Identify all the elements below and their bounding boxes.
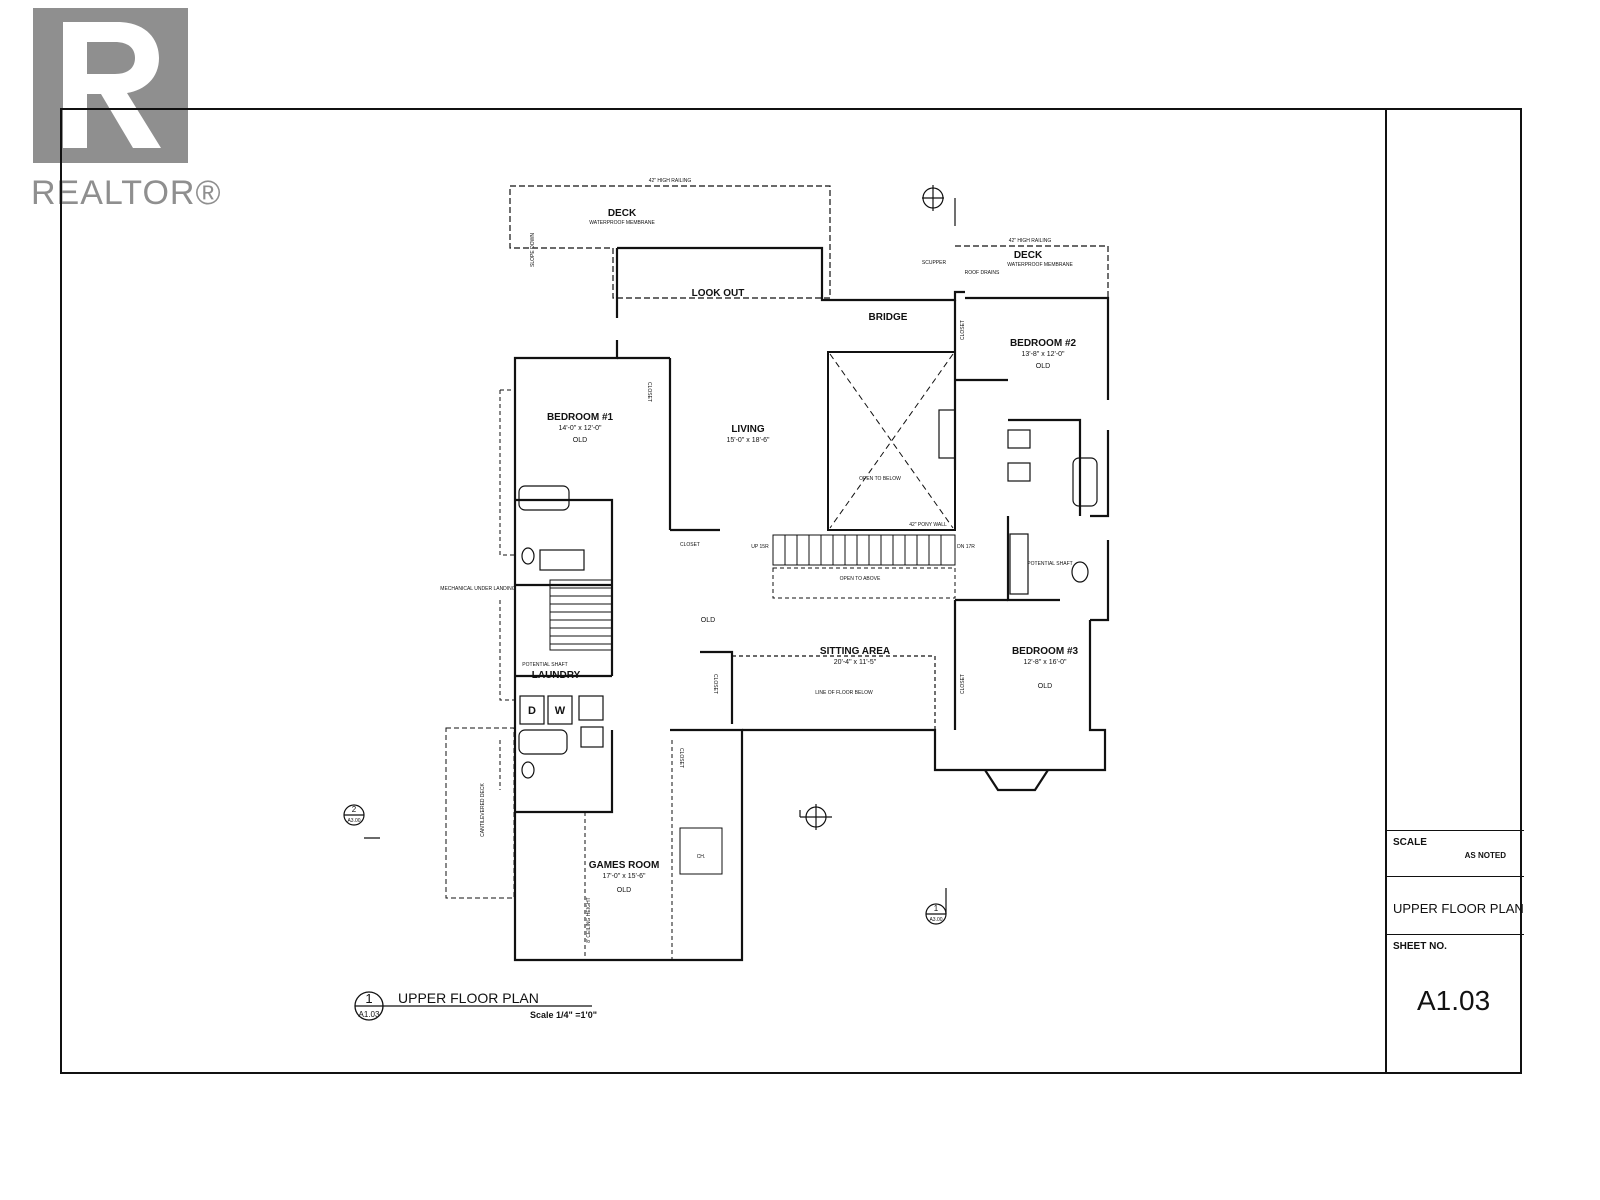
realtor-r-logo-icon bbox=[33, 8, 188, 163]
mechanical-label: MECHANICAL UNDER LANDING bbox=[440, 586, 515, 592]
closet-hall: CLOSET bbox=[712, 674, 718, 694]
games-room-fixture: OLD bbox=[617, 887, 631, 894]
games-room-size: 17'-0" x 15'-6" bbox=[602, 873, 646, 880]
bedroom1-label: BEDROOM #1 bbox=[547, 412, 614, 423]
scupper-label: SCUPPER bbox=[922, 260, 947, 266]
deck-main-railing: 42" HIGH RAILING bbox=[649, 178, 692, 184]
deck-main-outline bbox=[509, 185, 831, 299]
exterior-walls bbox=[509, 185, 1110, 962]
bedroom3-fixture: OLD bbox=[1038, 683, 1052, 690]
bedroom2-fixture: OLD bbox=[1036, 363, 1050, 370]
deck-side-outline bbox=[955, 245, 1109, 298]
section-2-sheet: A3.00 bbox=[347, 818, 360, 824]
ceiling-height-label: 8' CEILING HEIGHT bbox=[586, 897, 592, 942]
title-block-sheet: SHEET NO. A1.03 bbox=[1387, 934, 1524, 1074]
plan-detail-sheet: A1.03 bbox=[359, 1010, 380, 1019]
chimney-label: CH. bbox=[697, 854, 706, 860]
floor-below-label: LINE OF FLOOR BELOW bbox=[815, 690, 873, 696]
bedroom3-label: BEDROOM #3 bbox=[1012, 646, 1079, 657]
laundry-label: LAUNDRY bbox=[532, 670, 581, 681]
games-room-details bbox=[515, 730, 743, 961]
bath-fixtures bbox=[518, 409, 1098, 779]
deck-main-note: WATERPROOF MEMBRANE bbox=[589, 220, 655, 226]
sheet-label: SHEET NO. bbox=[1393, 941, 1447, 952]
scale-label: SCALE bbox=[1393, 837, 1427, 848]
bedroom3-size: 12'-8" x 16'-0" bbox=[1023, 659, 1067, 666]
deck-side-note: WATERPROOF MEMBRANE bbox=[1007, 262, 1073, 268]
letter-r-icon bbox=[63, 22, 161, 148]
living-size: 15'-0" x 18'-6" bbox=[726, 437, 770, 444]
deck-side-label: DECK bbox=[1014, 250, 1043, 261]
section-1-number: 1 bbox=[934, 904, 939, 913]
laundry-appliances bbox=[519, 695, 604, 725]
deck-side-railing: 42" HIGH RAILING bbox=[1009, 238, 1052, 244]
cantilevered-deck-outline bbox=[445, 727, 515, 899]
look-out-label: LOOK OUT bbox=[692, 288, 745, 299]
sitting-area-size: 20'-4" x 11'-5" bbox=[834, 659, 877, 666]
section-1-sheet: A3.00 bbox=[929, 917, 942, 923]
realtor-wordmark: REALTOR® bbox=[31, 174, 222, 212]
bedroom1-fixture: OLD bbox=[573, 437, 587, 444]
plan-scale: Scale 1/4" =1'0" bbox=[530, 1010, 597, 1020]
stair-up-label: UP 15R bbox=[751, 544, 769, 550]
closet-living: CLOSET bbox=[680, 542, 700, 548]
title-block-drawing-title: UPPER FLOOR PLAN bbox=[1387, 876, 1524, 934]
section-marker-1 bbox=[925, 888, 947, 925]
open-above-label: OPEN TO ABOVE bbox=[840, 576, 881, 582]
washer-label: W bbox=[555, 705, 566, 717]
elevation-marker-top bbox=[922, 185, 956, 226]
scale-value: AS NOTED bbox=[1464, 851, 1506, 860]
closet-bedroom3: CLOSET bbox=[960, 674, 966, 694]
games-room-label: GAMES ROOM bbox=[589, 860, 660, 871]
bridge-label: BRIDGE bbox=[869, 312, 908, 323]
bay-projections bbox=[499, 389, 515, 790]
potential-shaft-right: POTENTIAL SHAFT bbox=[1027, 561, 1072, 567]
drawing-title: UPPER FLOOR PLAN bbox=[1393, 901, 1524, 916]
section-marker-2 bbox=[343, 804, 380, 839]
stair-dn-label: DN 17R bbox=[957, 544, 975, 550]
bedroom1-size: 14'-0" x 12'-0" bbox=[558, 425, 602, 432]
hall-fixture: OLD bbox=[701, 617, 715, 624]
plan-title-callout bbox=[354, 991, 592, 1021]
closet-bedroom2: CLOSET bbox=[960, 320, 966, 340]
sheet-number: A1.03 bbox=[1417, 985, 1491, 1016]
open-to-below bbox=[827, 351, 956, 531]
dryer-label: D bbox=[528, 705, 536, 717]
sitting-area-label: SITTING AREA bbox=[820, 646, 890, 657]
bedroom2-label: BEDROOM #2 bbox=[1010, 338, 1077, 349]
closet-games: CLOSET bbox=[678, 748, 684, 768]
left-stair bbox=[549, 579, 613, 651]
deck-main-label: DECK bbox=[608, 208, 637, 219]
realtor-logo: REALTOR® bbox=[31, 8, 221, 212]
title-block: SCALE AS NOTED UPPER FLOOR PLAN SHEET NO… bbox=[1385, 108, 1524, 1074]
potential-shaft-left: POTENTIAL SHAFT bbox=[522, 662, 567, 668]
roof-drains-label: ROOF DRAINS bbox=[965, 270, 1000, 276]
central-stair bbox=[772, 534, 956, 599]
pony-wall-label: 42" PONY WALL bbox=[909, 522, 947, 528]
section-2-number: 2 bbox=[352, 805, 357, 814]
bedroom2-size: 13'-8" x 12'-0" bbox=[1021, 351, 1065, 358]
plan-detail-number: 1 bbox=[365, 991, 372, 1006]
drawing-sheet bbox=[60, 108, 1522, 1074]
living-label: LIVING bbox=[731, 424, 765, 435]
cantilevered-deck-label: CANTILEVERED DECK bbox=[480, 783, 486, 837]
slope-label: SLOPE DOWN bbox=[530, 233, 536, 267]
elevation-marker-middle bbox=[799, 804, 832, 830]
title-block-scale: SCALE AS NOTED bbox=[1387, 830, 1524, 876]
open-below-label: OPEN TO BELOW bbox=[859, 476, 901, 482]
plan-title: UPPER FLOOR PLAN bbox=[398, 990, 539, 1006]
closet-bedroom1: CLOSET bbox=[646, 382, 652, 402]
